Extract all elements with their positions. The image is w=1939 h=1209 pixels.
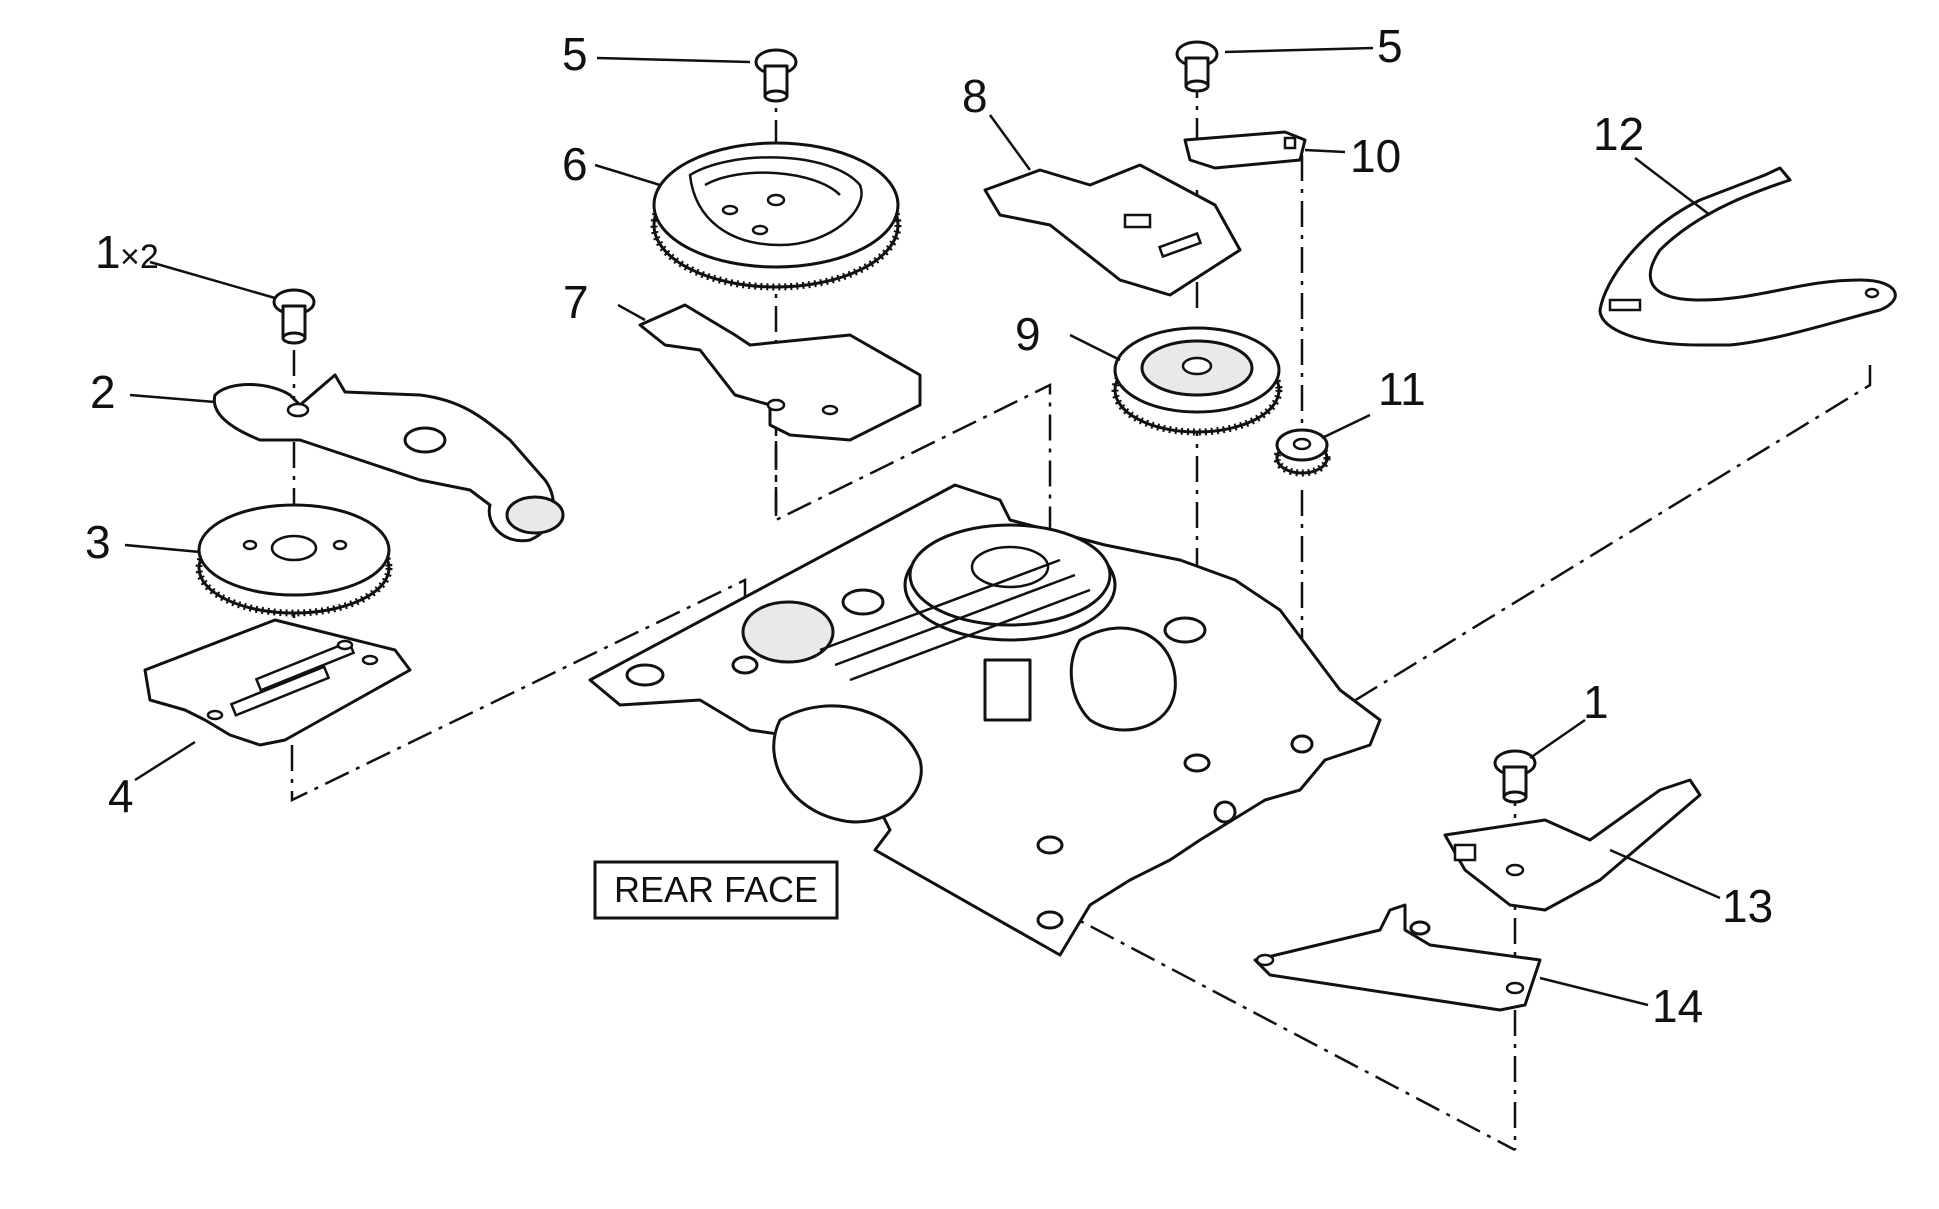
part-12-curved-lever xyxy=(1598,166,1897,347)
callout-1x2-mult: ×2 xyxy=(120,238,159,276)
callout-12: 12 xyxy=(1593,108,1644,160)
part-4-plate xyxy=(143,618,412,747)
callout-1x2: 1 xyxy=(95,226,121,278)
callout-14: 14 xyxy=(1652,980,1703,1032)
rear-face-box: REAR FACE xyxy=(593,860,839,920)
part-13-slider xyxy=(1443,778,1702,912)
part-8-plate xyxy=(983,163,1242,297)
callout-1: 1 xyxy=(1583,676,1609,728)
part-7-bracket xyxy=(638,303,922,442)
part-9-gear xyxy=(1111,326,1283,436)
callout-11: 11 xyxy=(1378,363,1426,415)
part-5-screw-center xyxy=(754,48,798,103)
part-10-bracket xyxy=(1183,130,1307,170)
callout-13: 13 xyxy=(1722,880,1773,932)
part-1-screw-right xyxy=(1493,749,1537,804)
callout-5-right: 5 xyxy=(1377,20,1403,72)
callout-9: 9 xyxy=(1015,308,1041,360)
rear-face-label: REAR FACE xyxy=(614,869,818,910)
callout-2: 2 xyxy=(90,366,116,418)
part-2-lever xyxy=(212,373,565,543)
part-1-screw-left xyxy=(272,288,316,345)
callout-10: 10 xyxy=(1350,130,1401,182)
callout-8: 8 xyxy=(962,70,988,122)
callout-7: 7 xyxy=(563,276,589,328)
part-14-arm-plate xyxy=(1253,903,1542,1012)
callout-6: 6 xyxy=(562,138,588,190)
callout-leaders xyxy=(124,46,1721,1007)
callout-3: 3 xyxy=(85,516,111,568)
callout-4: 4 xyxy=(108,770,134,822)
callout-labels: 1 ×2 1 2 3 4 5 5 6 7 8 9 10 11 12 13 14 xyxy=(85,20,1773,1032)
part-5-screw-right xyxy=(1175,40,1219,93)
callout-5-center: 5 xyxy=(562,28,588,80)
part-3-gear xyxy=(195,503,393,617)
part-6-cam-wheel xyxy=(650,141,902,291)
part-11-small-gear xyxy=(1273,428,1331,477)
chassis-plate xyxy=(588,483,1382,957)
